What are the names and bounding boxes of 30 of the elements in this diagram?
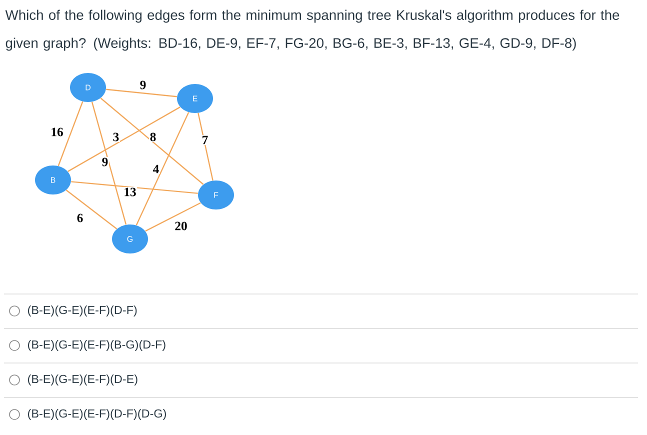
edge-line [136,112,190,226]
graph-node: G [112,224,148,254]
edge-label: 4 [152,164,160,174]
option-text: (B-E)(G-E)(E-F)(D-F)(D-G) [28,409,166,420]
graph-node: F [198,180,234,210]
edge-label: 9 [139,80,147,90]
graph-node: D [70,73,106,102]
question-text: Which of the following edges form the minimum spanning tree Kruskal's algorithm produces for the given graph? (Weights: BD-16, DE-9, EF-7, FG-20, BG-6, BE-3, BF-13, GE-4, GD-9, DF-8) [5,10,620,51]
graph-node: E [177,84,213,113]
edge-label: 16 [50,126,64,138]
edge-line [100,98,204,185]
edge-label: 13 [122,186,138,198]
option-text: (B-E)(G-E)(E-F)(B-G)(D-F) [28,340,166,351]
edge-line [71,181,198,194]
edge-label: 3 [112,132,120,142]
edge-label: 20 [174,220,188,232]
edge-line [58,101,84,166]
edge-label: 9 [101,156,109,168]
edge-line [106,88,177,98]
edge-label: 7 [201,135,209,145]
graph-node: B [35,166,71,194]
option-text: (B-E)(G-E)(E-F)(D-E) [28,374,138,386]
edge-label: 8 [149,132,157,142]
edge-line [68,106,180,172]
edge-line [91,102,127,225]
option-text: (B-E)(G-E)(E-F)(D-F) [28,306,137,316]
edge-line [198,112,214,181]
edge-line [145,202,201,232]
edge-label: 6 [76,212,84,224]
edge-line [66,190,118,230]
